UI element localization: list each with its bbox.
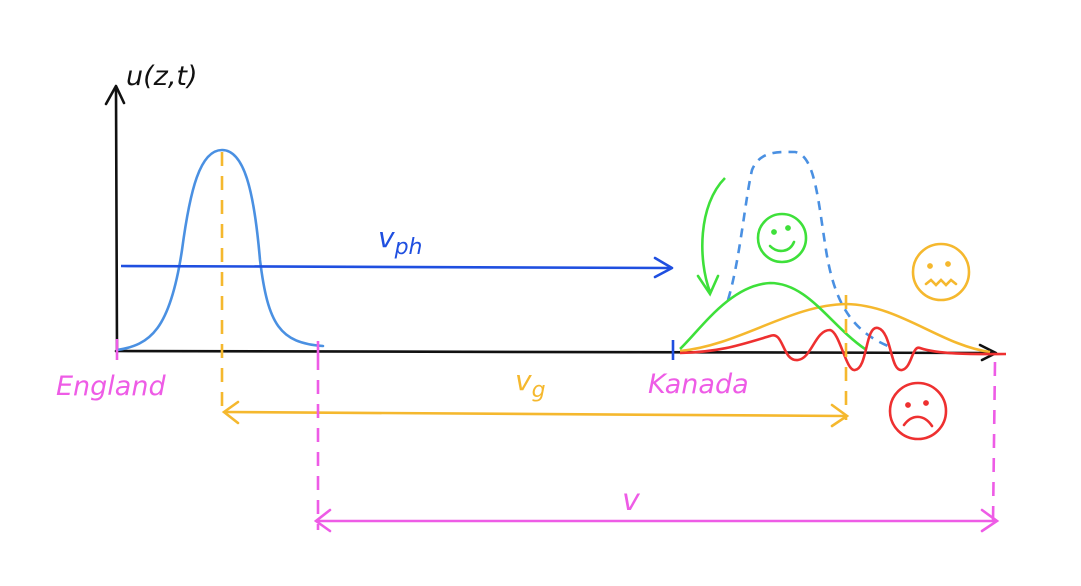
group-velocity-label: vg [515,364,546,403]
axes [104,84,998,362]
group-velocity-arrow [223,410,847,418]
group-velocity-arrowhead-left [221,400,240,425]
sad-face-red-icon [888,381,948,441]
green-arrowhead [696,274,720,297]
x-axis [114,349,997,355]
group-pulse [679,302,991,354]
worried-face-yellow-icon [911,242,971,302]
green-curved-arrow [701,177,726,293]
phase-velocity-arrowhead [653,256,674,279]
v-end-dashed-line [991,361,997,523]
phase-velocity-label: vph [378,221,423,260]
phase-velocity-arrow [120,264,671,270]
signal-velocity-arrowhead-right [980,508,1000,533]
kanada-label: Kanada [648,369,749,400]
signal-velocity-arrowhead-left [313,508,332,533]
undistorted-pulse-dashed [726,150,889,348]
initial-pulse [115,148,325,352]
green-pulse [679,281,866,351]
signal-front [679,326,1007,372]
y-axis-arrowhead [104,84,126,106]
y-axis [114,86,119,354]
y-axis-label: u(z,t) [126,61,198,92]
england-label: England [56,371,166,402]
group-velocity-arrowhead-right [830,403,850,428]
smiley-green-icon [756,212,808,264]
signal-velocity-label: v [622,483,641,518]
